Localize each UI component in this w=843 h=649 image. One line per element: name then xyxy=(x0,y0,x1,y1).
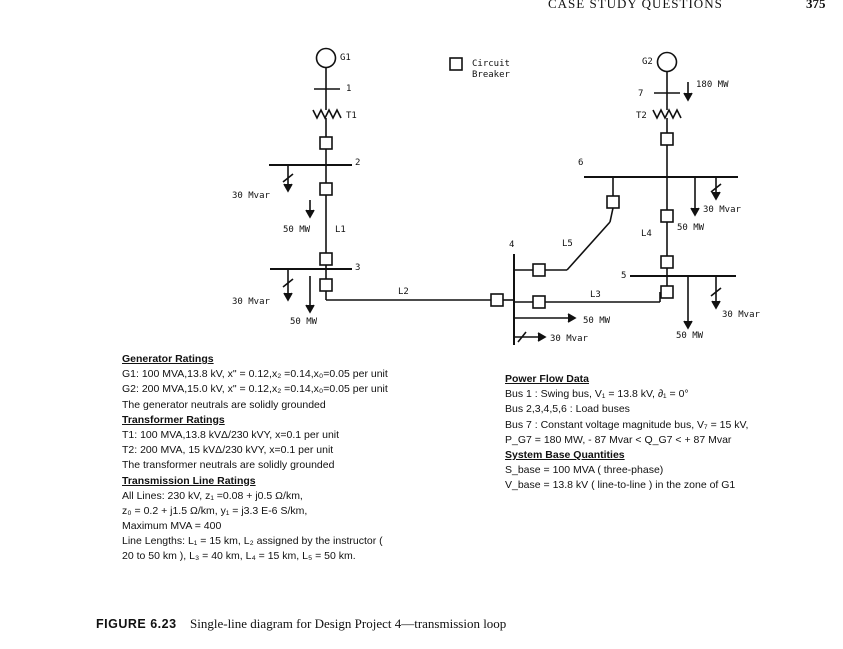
section-heading: Transmission Line Ratings xyxy=(122,474,256,487)
spec-line: T1: 100 MVA,13.8 kVΔ/230 kVY, x=0.1 per … xyxy=(122,428,340,441)
generator-g2-symbol xyxy=(656,51,678,73)
label-bus4-mw: 50 MW xyxy=(583,316,611,326)
label-g1: G1 xyxy=(340,53,351,63)
label-l5: L5 xyxy=(562,239,573,249)
page-number: 375 xyxy=(806,0,826,11)
section-heading: Transformer Ratings xyxy=(122,413,225,426)
label-bus4-mvar: 30 Mvar xyxy=(550,334,589,344)
label-bus-4: 4 xyxy=(509,240,514,250)
label-l3: L3 xyxy=(590,290,601,300)
spec-line: The transformer neutrals are solidly gro… xyxy=(122,459,335,472)
circuit-breaker xyxy=(532,295,546,309)
figure-label: FIGURE 6.23 xyxy=(96,617,177,631)
spec-line: z₀ = 0.2 + j1.5 Ω/km, y₁ = j3.3 E-6 S/km… xyxy=(122,504,308,517)
label-bus-5: 5 xyxy=(621,271,626,281)
spec-line: V_base = 13.8 kV ( line-to-line ) in the… xyxy=(505,479,736,492)
legend-circuit-breaker-symbol xyxy=(449,57,463,71)
spec-line: S_base = 100 MVA ( three-phase) xyxy=(505,464,664,477)
circuit-breaker xyxy=(319,278,333,292)
spec-line: Bus 2,3,4,5,6 : Load buses xyxy=(505,403,630,416)
circuit-breaker xyxy=(660,255,674,269)
generator-g1-symbol xyxy=(315,47,337,69)
label-bus-1: 1 xyxy=(346,84,351,94)
label-bus3-mw: 50 MW xyxy=(290,317,318,327)
label-l1: L1 xyxy=(335,225,346,235)
label-bus5-mw: 50 MW xyxy=(676,331,704,341)
section-heading: Power Flow Data xyxy=(505,373,590,385)
label-t2: T2 xyxy=(636,111,647,121)
spec-line: G2: 200 MVA,15.0 kV, x" = 0.12,x₂ =0.14,… xyxy=(122,383,388,396)
running-header-title: CASE STUDY QUESTIONS xyxy=(548,0,723,11)
label-bus2-mw: 50 MW xyxy=(283,225,311,235)
label-g2: G2 xyxy=(642,57,653,67)
label-bus6-mw: 50 MW xyxy=(677,223,705,233)
circuit-breaker xyxy=(319,136,333,150)
section-heading: System Base Quantities xyxy=(505,448,625,461)
figure-caption-text: Single-line diagram for Design Project 4… xyxy=(190,616,507,631)
spec-line: G1: 100 MVA,13.8 kV, x" = 0.12,x₂ =0.14,… xyxy=(122,368,388,381)
legend-label: Circuit Breaker xyxy=(472,59,515,80)
label-bus-7: 7 xyxy=(638,89,643,99)
label-bus6-mvar: 30 Mvar xyxy=(703,205,742,215)
figure-caption: FIGURE 6.23 Single-line diagram for Desi… xyxy=(96,616,506,632)
label-l2: L2 xyxy=(398,287,409,297)
running-header: CASE STUDY QUESTIONS 375 xyxy=(0,0,843,14)
circuit-breaker xyxy=(319,182,333,196)
label-bus2-mvar: 30 Mvar xyxy=(232,191,271,201)
label-bus-6: 6 xyxy=(578,158,583,168)
spec-line: T2: 200 MVA, 15 kVΔ/230 kVY, x=0.1 per u… xyxy=(122,444,334,457)
spec-line: 20 to 50 km ), L₃ = 40 km, L₄ = 15 km, L… xyxy=(122,550,356,563)
spec-line: Maximum MVA = 400 xyxy=(122,520,222,533)
circuit-breaker xyxy=(490,293,504,307)
spec-line: The generator neutrals are solidly groun… xyxy=(122,398,326,411)
spec-line: Line Lengths: L₁ = 15 km, L₂ assigned by… xyxy=(122,535,383,548)
line-l5 xyxy=(566,221,611,271)
label-bus5-mvar: 30 Mvar xyxy=(722,310,761,320)
label-g2-mw: 180 MW xyxy=(696,80,729,90)
single-line-diagram: G1 1 T1 2 30 Mvar 50 MW L1 3 30 Mvar 50 … xyxy=(232,47,761,345)
label-bus3-mvar: 30 Mvar xyxy=(232,297,271,307)
label-bus-3: 3 xyxy=(355,263,360,273)
label-bus-2: 2 xyxy=(355,158,360,168)
circuit-breaker xyxy=(660,285,674,299)
circuit-breaker xyxy=(319,252,333,266)
spec-line: Bus 1 : Swing bus, V₁ = 13.8 kV, ∂₁ = 0° xyxy=(505,388,689,401)
legend-label-line-2: Breaker xyxy=(472,70,511,80)
transformer-t1-symbol xyxy=(312,108,342,120)
circuit-breaker xyxy=(660,209,674,223)
circuit-breaker xyxy=(532,263,546,277)
spec-line: P_G7 = 180 MW, - 87 Mvar < Q_G7 < + 87 M… xyxy=(505,433,732,446)
legend-label-line-1: Circuit xyxy=(472,59,510,69)
circuit-breaker xyxy=(660,132,674,146)
section-heading: Generator Ratings xyxy=(122,353,214,365)
spec-line: Bus 7 : Constant voltage magnitude bus, … xyxy=(505,418,749,431)
spec-line: All Lines: 230 kV, z₁ =0.08 + j0.5 Ω/km, xyxy=(122,489,303,502)
label-l4: L4 xyxy=(641,229,652,239)
label-t1: T1 xyxy=(346,111,357,121)
transformer-t2-symbol xyxy=(652,108,682,120)
circuit-breaker xyxy=(606,195,620,209)
